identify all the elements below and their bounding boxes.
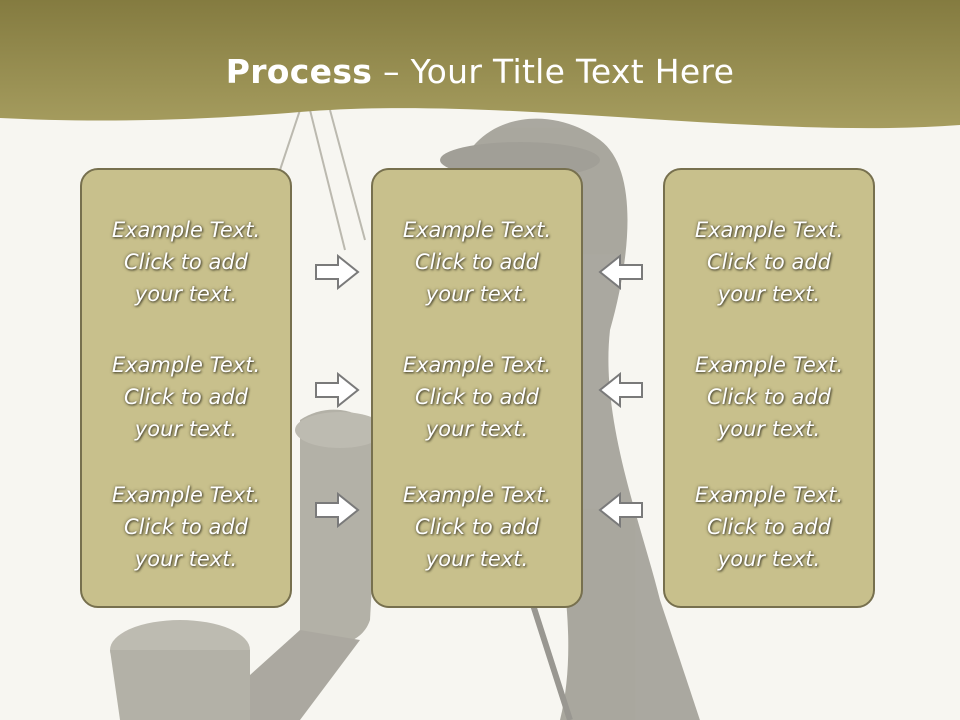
right-arrow-icon xyxy=(315,254,360,290)
text-block[interactable]: Example Text. Click to add your text. xyxy=(694,353,844,441)
left-arrow-icon xyxy=(598,372,643,408)
left-arrow-icon xyxy=(598,254,643,290)
right-arrow-icon xyxy=(315,372,360,408)
header-band xyxy=(0,0,960,129)
process-box-right[interactable]: Example Text. Click to add your text. Ex… xyxy=(663,168,875,608)
text-block[interactable]: Example Text. Click to add your text. xyxy=(111,483,261,571)
right-arrow-icon xyxy=(315,492,360,528)
title-rest: – Your Title Text Here xyxy=(372,52,735,91)
text-block[interactable]: Example Text. Click to add your text. xyxy=(402,218,552,306)
text-block[interactable]: Example Text. Click to add your text. xyxy=(111,218,261,306)
process-box-left[interactable]: Example Text. Click to add your text. Ex… xyxy=(80,168,292,608)
slide-title: Process – Your Title Text Here xyxy=(0,52,960,91)
process-box-center[interactable]: Example Text. Click to add your text. Ex… xyxy=(371,168,583,608)
title-bold: Process xyxy=(225,52,373,91)
text-block[interactable]: Example Text. Click to add your text. xyxy=(111,353,261,441)
left-arrow-icon xyxy=(598,492,643,528)
text-block[interactable]: Example Text. Click to add your text. xyxy=(402,353,552,441)
text-block[interactable]: Example Text. Click to add your text. xyxy=(694,218,844,306)
text-block[interactable]: Example Text. Click to add your text. xyxy=(694,483,844,571)
text-block[interactable]: Example Text. Click to add your text. xyxy=(402,483,552,571)
